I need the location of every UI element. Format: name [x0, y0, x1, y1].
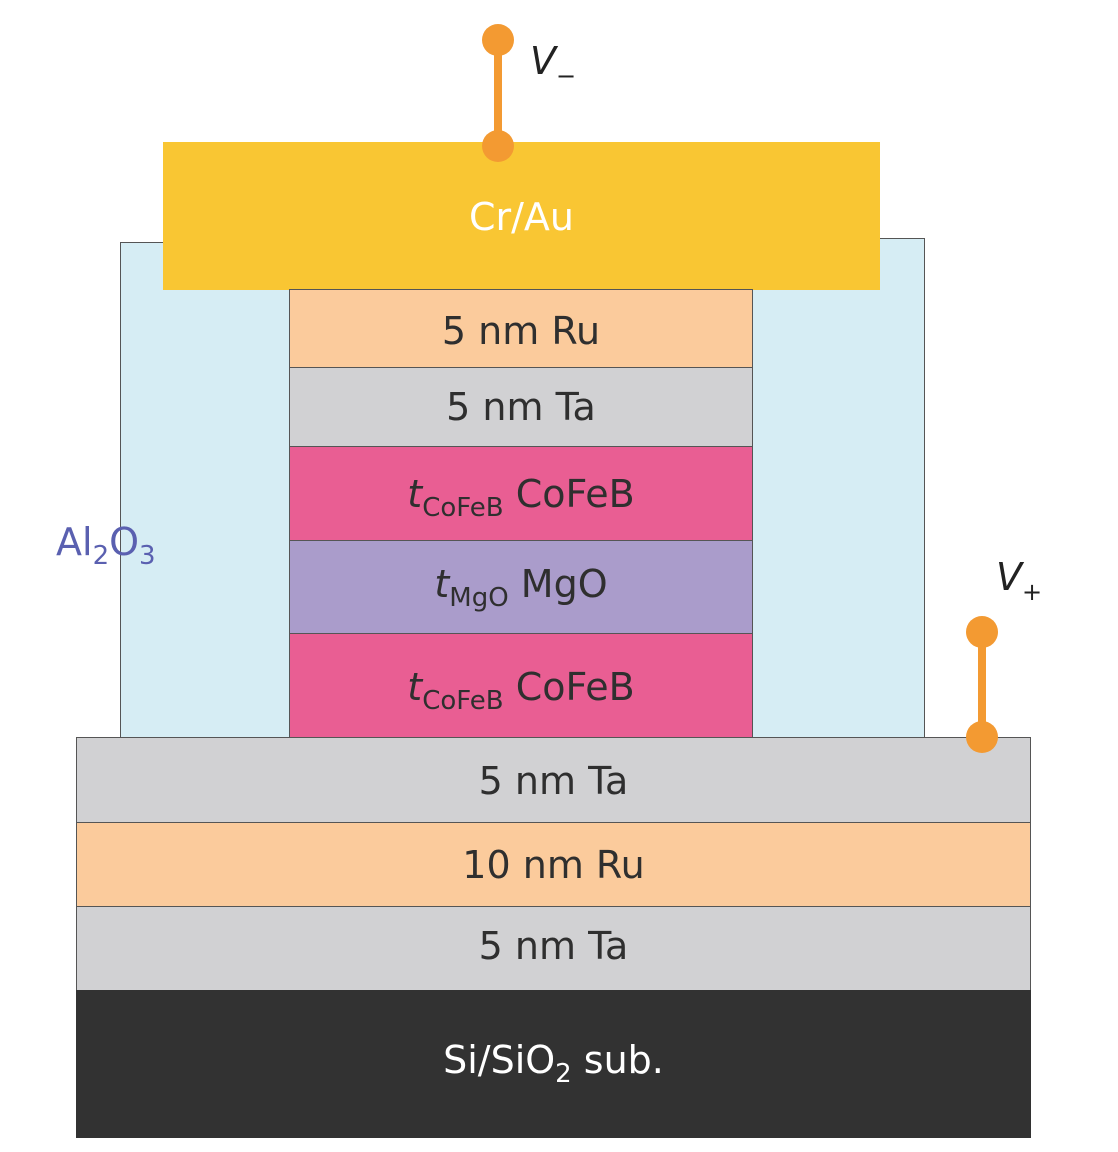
v-minus-contact-bottom [482, 130, 514, 162]
layer-ru-bottom-label: 10 nm Ru [462, 843, 645, 887]
v-minus-terminal [482, 24, 514, 162]
al2o3-block-left [120, 242, 290, 740]
v-plus-contact-bottom [966, 721, 998, 753]
layer-mgo: tMgO MgO [289, 540, 753, 634]
layer-ta-bottom-label: 5 nm Ta [478, 924, 629, 968]
layer-ta-mid: 5 nm Ta [76, 737, 1031, 823]
layer-ta-top: 5 nm Ta [289, 367, 753, 447]
v-minus-contact-top [482, 24, 514, 56]
layer-ta-bottom: 5 nm Ta [76, 906, 1031, 991]
layer-cofeb-bottom-label: tCoFeB CoFeB [407, 665, 635, 716]
layer-cofeb-top: tCoFeB CoFeB [289, 446, 753, 541]
layer-substrate-label: Si/SiO2 sub. [443, 1038, 664, 1089]
v-plus-contact-top [966, 616, 998, 648]
v-plus-label: V+ [996, 555, 1043, 606]
layer-substrate: Si/SiO2 sub. [76, 990, 1031, 1138]
v-plus-terminal [966, 616, 998, 753]
v-minus-label: V− [530, 39, 577, 90]
layer-ru-top: 5 nm Ru [289, 289, 753, 368]
al2o3-label: Al2O3 [56, 520, 156, 571]
layer-cofeb-top-label: tCoFeB CoFeB [407, 472, 635, 523]
al2o3-block-right [752, 238, 925, 740]
layer-ta-mid-label: 5 nm Ta [478, 759, 629, 803]
layer-cr-au-label: Cr/Au [468, 195, 575, 239]
layer-ru-top-label: 5 nm Ru [441, 309, 601, 353]
layer-ru-bottom: 10 nm Ru [76, 822, 1031, 907]
layer-mgo-label: tMgO MgO [434, 562, 608, 613]
layer-ta-top-label: 5 nm Ta [446, 385, 596, 429]
layer-cofeb-bottom: tCoFeB CoFeB [289, 633, 753, 739]
